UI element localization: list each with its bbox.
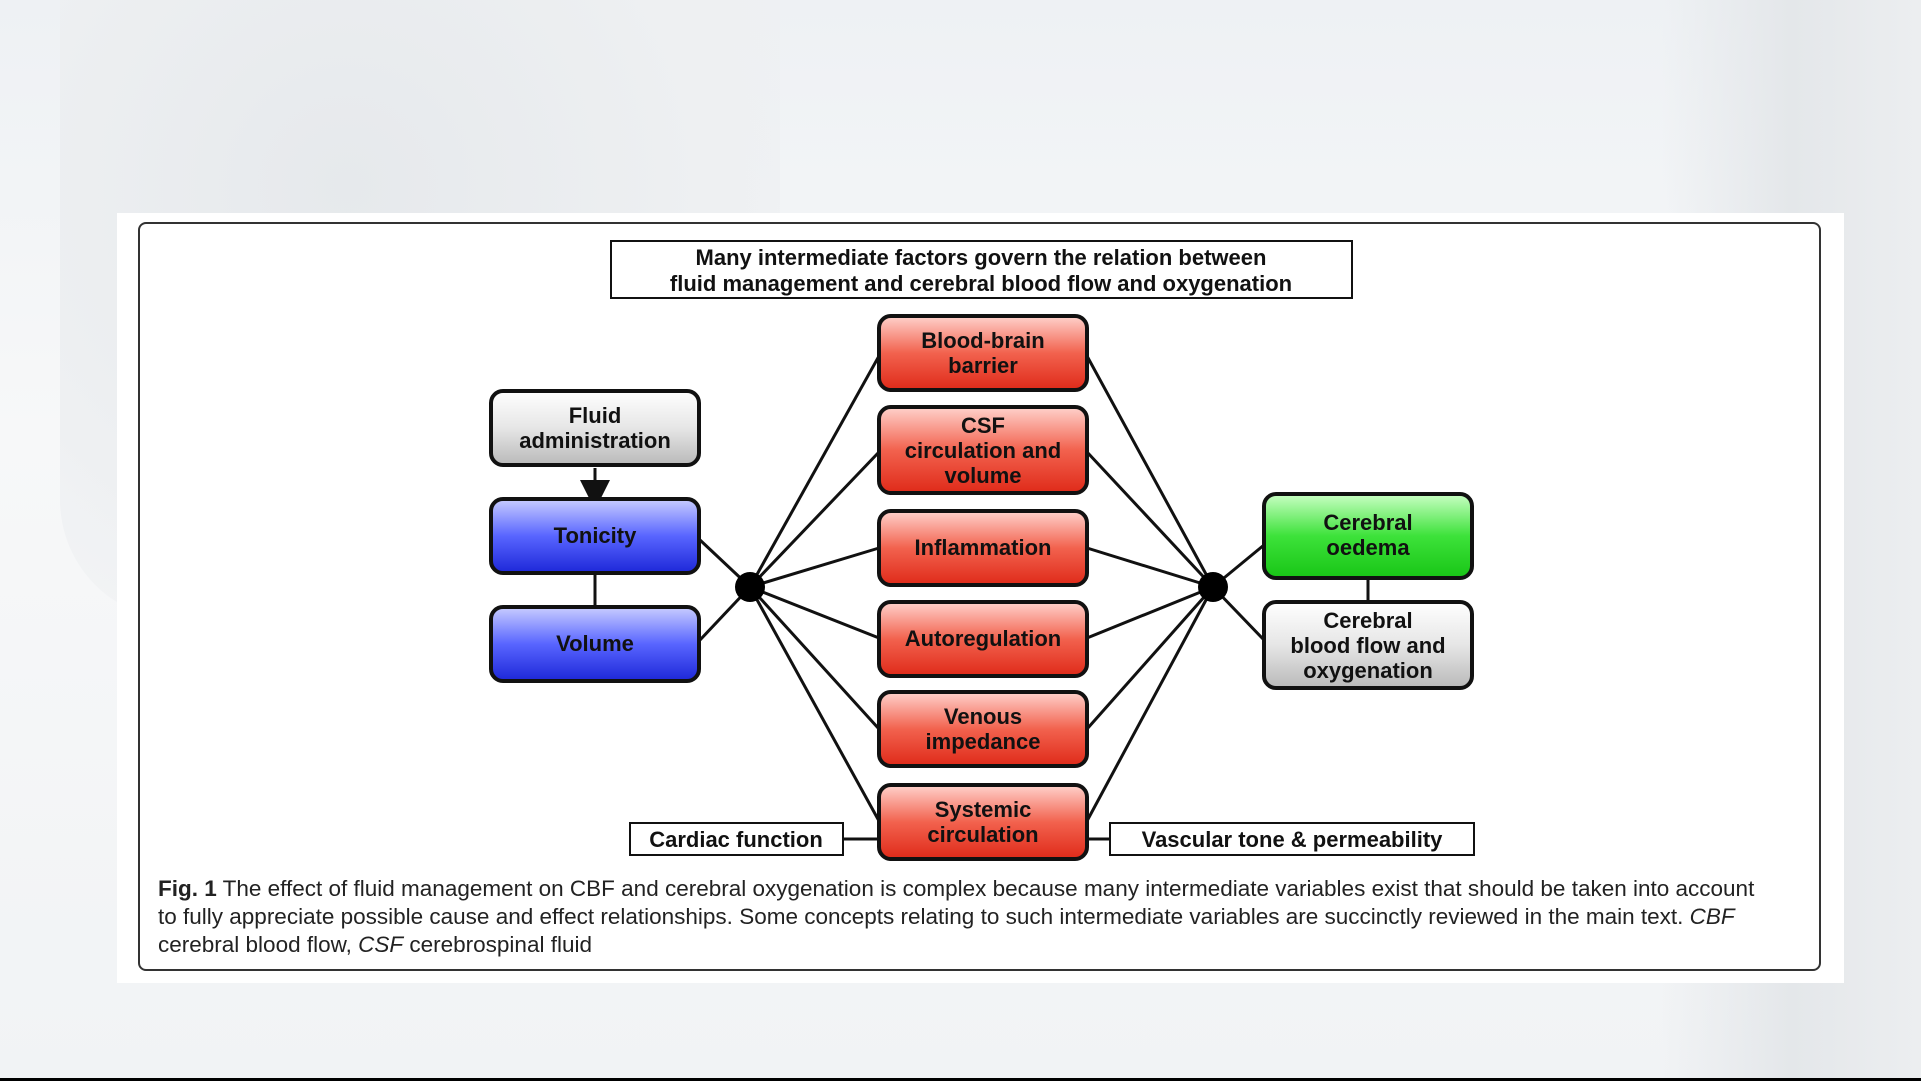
node-systemic-line-2: circulation (927, 822, 1038, 847)
node-fluid-line-2: administration (519, 428, 671, 453)
figure-caption: Fig. 1 The effect of fluid management on… (158, 875, 1778, 959)
node-fluid-line-1: Fluid (569, 403, 622, 428)
title-box (610, 240, 1353, 299)
node-tonicity-label: Tonicity (554, 523, 637, 548)
cardiac-function-text: Cardiac function (649, 827, 823, 852)
node-volume-label: Volume (556, 631, 634, 656)
node-venous-line-1: Venous (944, 704, 1022, 729)
line-hub-venous (748, 585, 881, 731)
node-inflammation: Inflammation (877, 509, 1089, 587)
node-cbf-line-3: oxygenation (1303, 658, 1433, 683)
node-tonicity: Tonicity (489, 497, 701, 575)
node-csf-line-3: volume (944, 463, 1021, 488)
node-blood-brain-barrier: Blood-brain barrier (877, 314, 1089, 392)
node-cbf-line-2: blood flow and (1290, 633, 1445, 658)
node-autoregulation: Autoregulation (877, 600, 1089, 678)
caption-text-3: cerebrospinal fluid (403, 932, 592, 957)
line-inflammation-hub (1086, 546, 1214, 589)
node-autoregulation-label: Autoregulation (905, 626, 1061, 651)
line-venous-hub (1085, 586, 1215, 730)
caption-abbr-cbf: CBF (1689, 904, 1735, 929)
node-csf-circulation: CSF circulation and volume (877, 405, 1089, 495)
title-line-2: fluid management and cerebral blood flow… (670, 271, 1292, 296)
node-volume: Volume (489, 605, 701, 683)
label-vascular-tone: Vascular tone & permeability (1109, 822, 1475, 856)
left-hub-dot (735, 572, 765, 602)
right-hub-dot (1198, 572, 1228, 602)
bottom-edge-line (0, 1078, 1921, 1081)
line-hub-systemic (748, 586, 881, 822)
label-cardiac-function: Cardiac function (629, 822, 844, 856)
node-bbb-line-1: Blood-brain (921, 328, 1044, 353)
caption-abbr-csf: CSF (358, 932, 404, 957)
node-bbb-line-2: barrier (948, 353, 1018, 378)
node-csf-line-1: CSF (961, 413, 1005, 438)
node-cbf-line-1: Cerebral (1323, 608, 1412, 633)
node-venous-line-2: impedance (926, 729, 1041, 754)
line-hub-bbb (748, 355, 881, 588)
node-systemic-line-1: Systemic (935, 797, 1032, 822)
line-hub-csf (748, 450, 881, 589)
line-csf-hub (1085, 450, 1215, 589)
caption-text-1: The effect of fluid management on CBF an… (158, 876, 1755, 929)
node-cerebral-oedema: Cerebral oedema (1262, 492, 1474, 580)
line-hub-inflammation (749, 546, 880, 589)
line-autoregulation-hub (1086, 585, 1214, 640)
line-systemic-hub (1085, 586, 1215, 822)
vascular-tone-text: Vascular tone & permeability (1142, 827, 1444, 852)
node-cerebral-blood-flow: Cerebral blood flow and oxygenation (1262, 600, 1474, 690)
line-hub-autoregulation (749, 585, 880, 640)
node-inflammation-label: Inflammation (915, 535, 1052, 560)
node-csf-line-2: circulation and (905, 438, 1061, 463)
caption-label: Fig. 1 (158, 876, 217, 901)
node-oedema-line-1: Cerebral (1323, 510, 1412, 535)
node-oedema-line-2: oedema (1326, 535, 1410, 560)
caption-text-2: cerebral blood flow, (158, 932, 359, 957)
line-bbb-hub (1085, 355, 1215, 588)
node-systemic-circulation: Systemic circulation (877, 783, 1089, 861)
node-venous-impedance: Venous impedance (877, 690, 1089, 768)
title-line-1: Many intermediate factors govern the rel… (696, 245, 1267, 270)
node-fluid-administration: Fluid administration (489, 389, 701, 467)
